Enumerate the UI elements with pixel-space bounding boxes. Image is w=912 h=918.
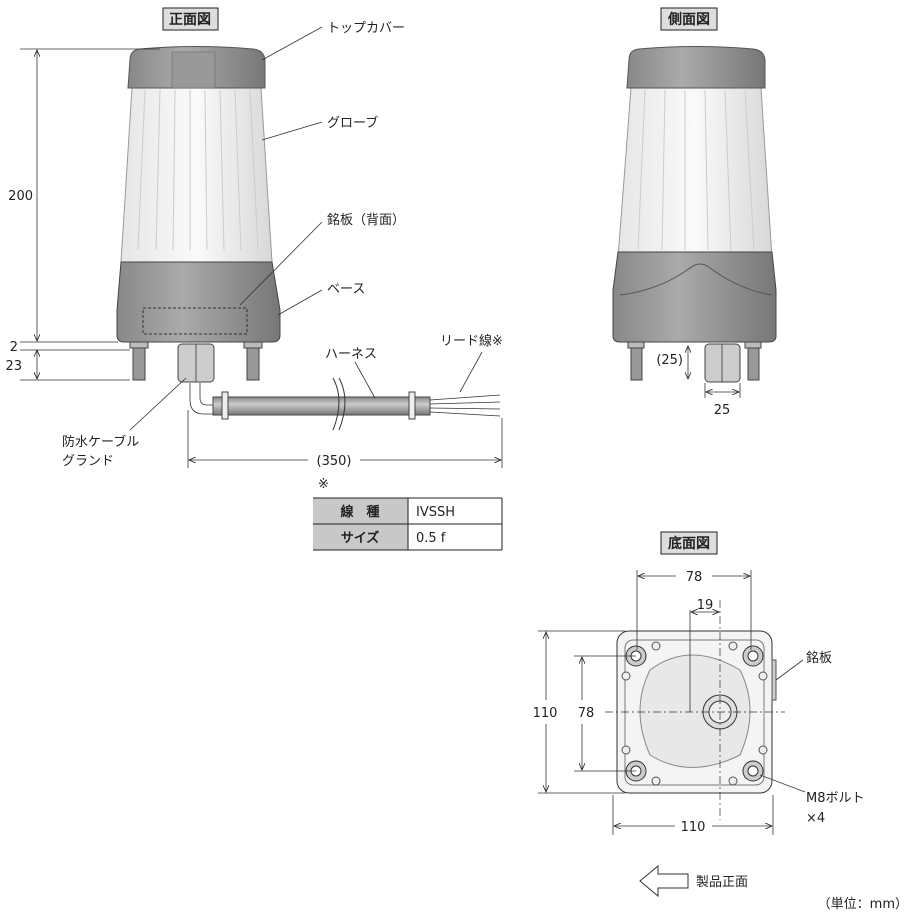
- dim-bottom-left-outer: 110: [533, 706, 558, 721]
- break-mark: [332, 377, 346, 431]
- spec-value-wire-type: IVSSH: [416, 505, 455, 520]
- base: [116, 261, 281, 343]
- dim-height: 200: [8, 189, 33, 204]
- label-bolt-1: M8ボルト: [806, 791, 865, 806]
- dim-cable-length: (350): [317, 454, 352, 469]
- label-gland-2: グランド: [62, 454, 114, 469]
- globe-ribs: [137, 89, 259, 251]
- front-view-title: 正面図: [169, 12, 211, 28]
- side-view-title: 側面図: [667, 11, 710, 28]
- dim-bottom-width: 110: [681, 820, 706, 835]
- unit-label: （単位：mm）: [818, 896, 908, 912]
- front-view-title-box: [162, 7, 219, 31]
- label-top-cover: トップカバー: [327, 21, 405, 36]
- side-view: 側面図 (25) 25: [612, 7, 777, 418]
- bottom-view: 底面図 78 19 110 78 110 銘板 M8ボルト ×4 製品正面: [533, 531, 865, 898]
- side-top-cover: [626, 46, 766, 89]
- dim-gland-height: (25): [656, 353, 683, 368]
- label-bolt-2: ×4: [806, 811, 825, 826]
- arrow-left-icon: [639, 864, 689, 898]
- dim-bottom-offset: 19: [697, 598, 714, 613]
- label-nameplate-back: 銘板（背面）: [327, 213, 405, 228]
- spec-value-size: 0.5 f: [416, 531, 446, 546]
- spec-label-size: サイズ: [341, 530, 380, 546]
- side-base: [612, 251, 777, 343]
- lead-wires: [429, 394, 501, 417]
- dim-bottom-top-width: 78: [686, 570, 703, 585]
- nameplate-outline: [142, 307, 248, 335]
- label-gland-1: 防水ケーブル: [62, 434, 139, 450]
- spec-table: ※ 線 種 IVSSH サイズ 0.5 f: [313, 477, 503, 551]
- label-harness: ハーネス: [325, 347, 377, 362]
- note-mark: ※: [318, 477, 329, 492]
- harness-tube: [212, 396, 431, 416]
- bottom-view-title: 底面図: [668, 535, 710, 552]
- dim-bottom-left-inner: 78: [578, 706, 595, 721]
- spec-label-wire-type: 線 種: [340, 504, 379, 520]
- dim-gland-width: 25: [714, 403, 731, 418]
- dim-gap: 2: [10, 340, 18, 355]
- label-base: ベース: [327, 282, 365, 297]
- bolt-left: [132, 347, 146, 381]
- label-nameplate: 銘板: [806, 651, 832, 666]
- bolt-right: [246, 347, 260, 381]
- product-front-label: 製品正面: [696, 875, 748, 890]
- front-view: 正面図 トップカバー グローブ 銘板（背面） ベース リード線※ ハーネス 防水…: [5, 7, 503, 469]
- dim-bolt: 23: [5, 359, 22, 374]
- label-globe: グローブ: [327, 115, 378, 131]
- label-lead-wire: リード線※: [440, 333, 503, 349]
